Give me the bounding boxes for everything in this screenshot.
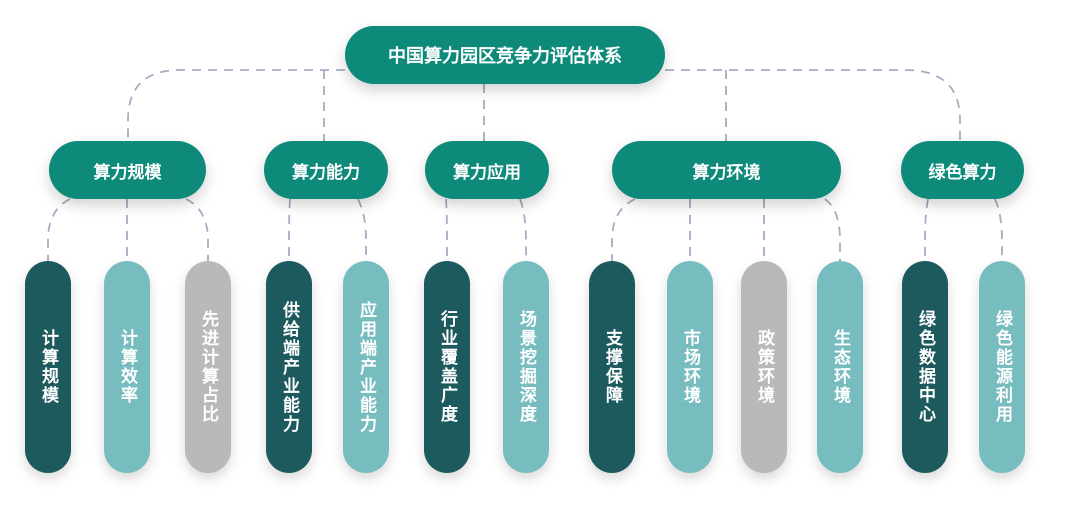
leaf-advanced-compute-share: 先进计算占比 [185,261,231,473]
leaf-market-environment: 市场环境 [667,261,713,473]
leaf-industry-coverage: 行业覆盖广度 [424,261,470,473]
root-node: 中国算力园区竞争力评估体系 [345,26,665,84]
category-compute-capability: 算力能力 [264,141,388,199]
category-compute-application: 算力应用 [425,141,549,199]
leaf-ecology-environment: 生态环境 [817,261,863,473]
leaf-scenario-depth: 场景挖掘深度 [503,261,549,473]
leaf-compute-efficiency: 计算效率 [104,261,150,473]
category-green-compute: 绿色算力 [901,141,1024,199]
category-compute-scale: 算力规模 [49,141,206,199]
leaf-policy-environment: 政策环境 [741,261,787,473]
leaf-support-guarantee: 支撑保障 [589,261,635,473]
leaf-green-energy-use: 绿色能源利用 [979,261,1025,473]
leaf-application-side-capability: 应用端产业能力 [343,261,389,473]
category-compute-environment: 算力环境 [612,141,841,199]
leaf-compute-scale: 计算规模 [25,261,71,473]
leaf-supply-side-capability: 供给端产业能力 [266,261,312,473]
leaf-green-data-center: 绿色数据中心 [902,261,948,473]
